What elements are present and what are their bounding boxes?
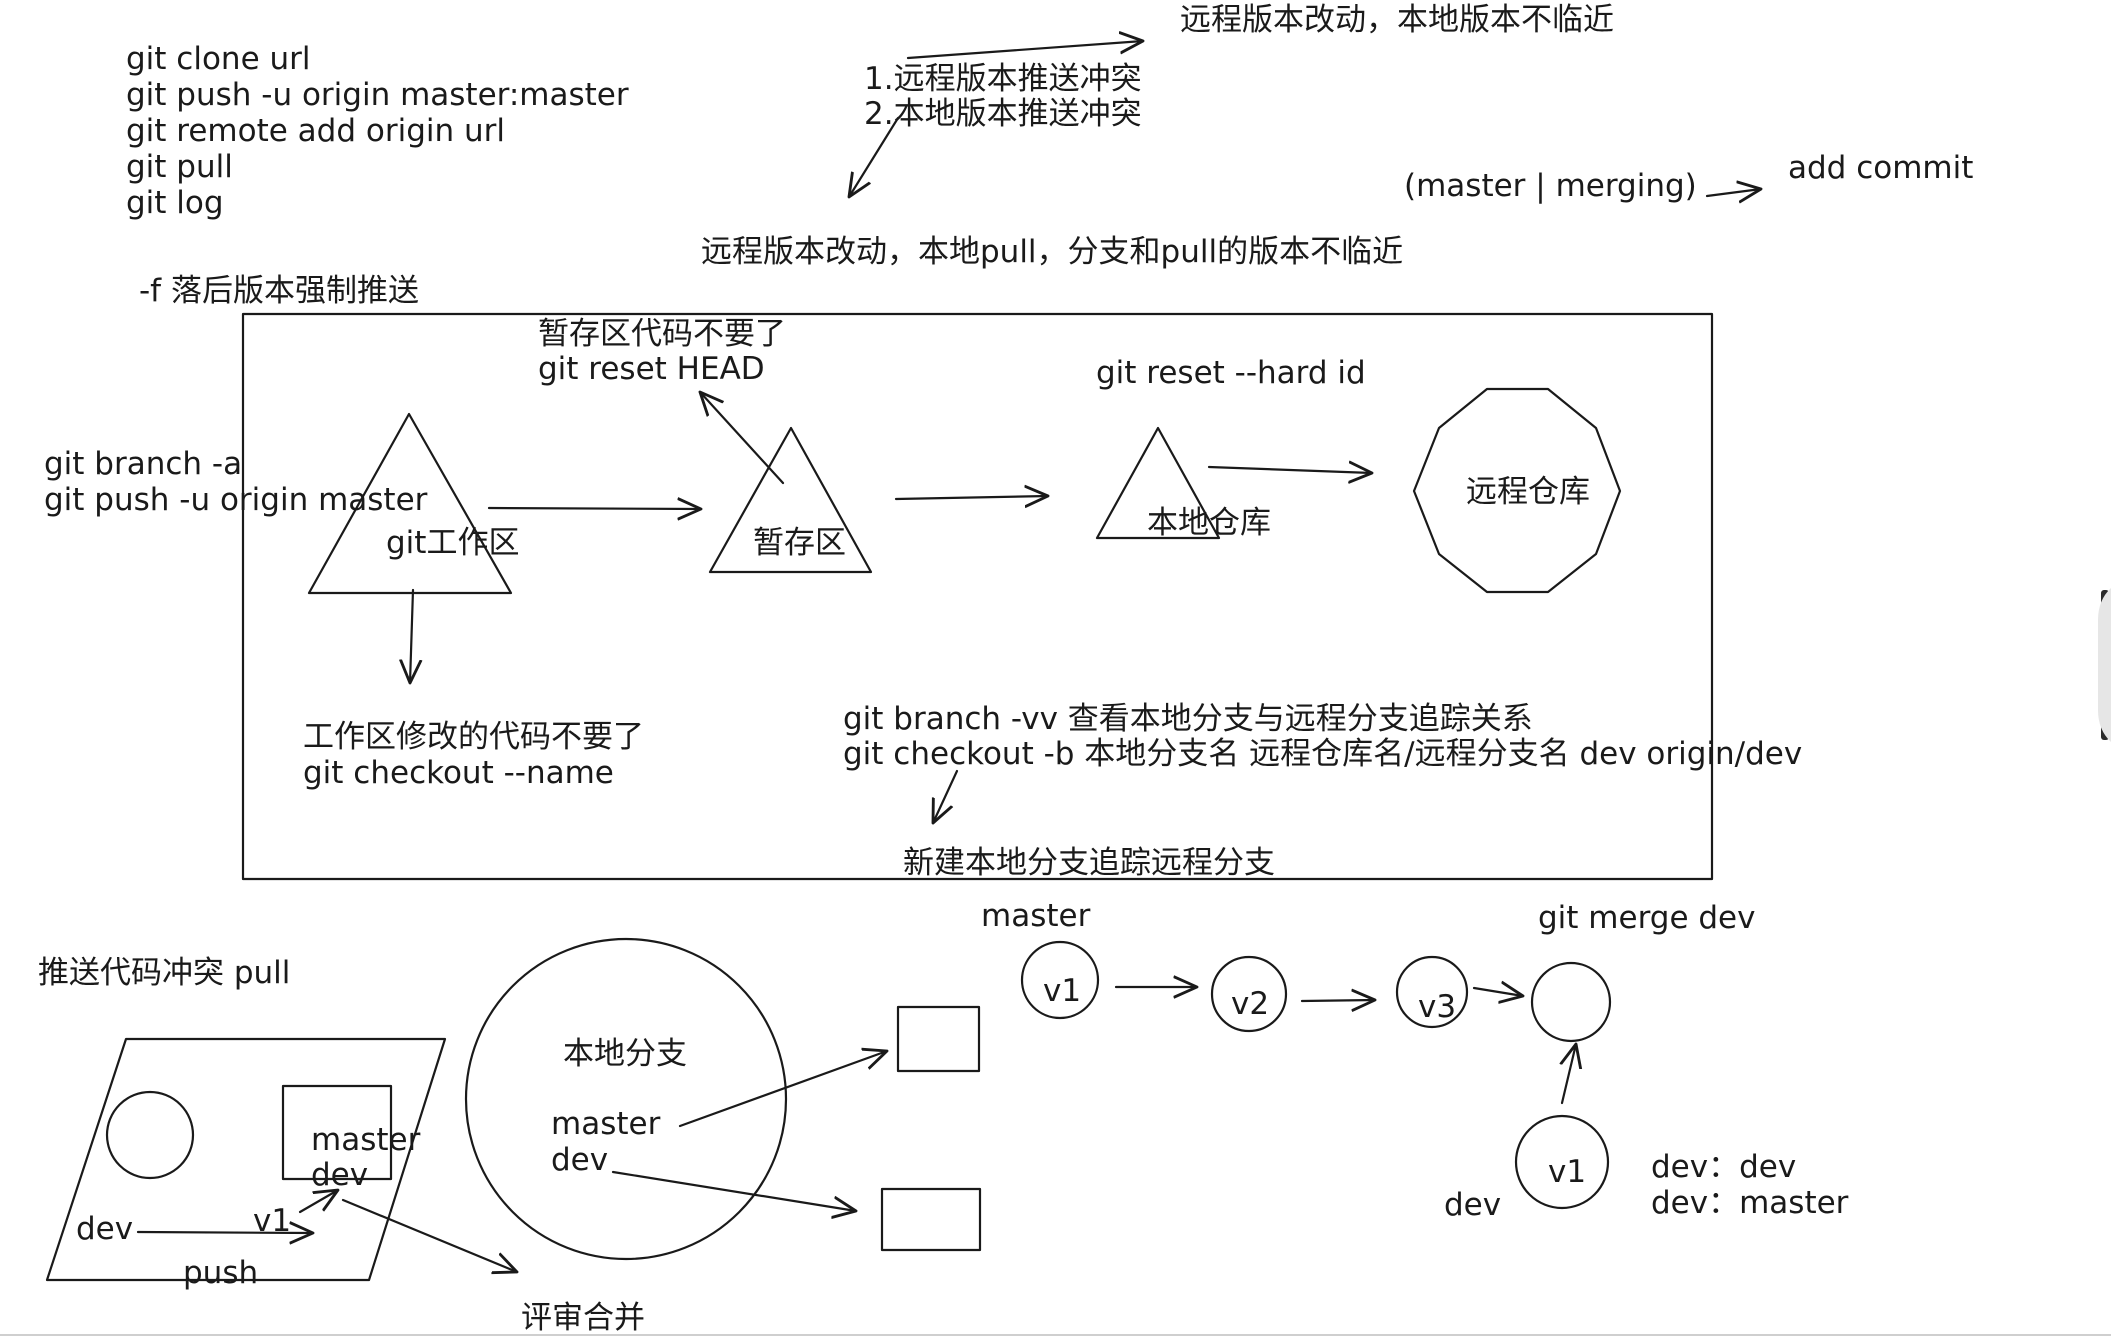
branch-vv-text: git branch -vv 查看本地分支与远程分支追踪关系 (843, 701, 1533, 737)
left-dev-label: dev (76, 1211, 133, 1247)
cmd-clone-text: git clone url (126, 41, 311, 77)
arrow-workspace-to-stage (487, 508, 701, 509)
arrow-stage-to-local-repo (894, 496, 1048, 499)
commit-v1-circle (1020, 940, 1100, 1020)
commit-v2-circle (1210, 955, 1288, 1033)
arrow-stage-to-reset-head (700, 392, 785, 485)
dev-master-text: dev：master (1651, 1185, 1849, 1221)
force-push-text: -f 落后版本强制推送 (139, 273, 419, 309)
stage-triangle (708, 426, 873, 574)
checkout-name-text: git checkout --name (303, 755, 614, 791)
branch-a-text: git branch -a (44, 446, 242, 482)
local-repo-label: 本地仓库 (1147, 505, 1271, 541)
arrow-local-to-remote (1207, 467, 1372, 473)
remote-repo-decagon (1412, 387, 1622, 594)
cmd-remote-add-text: git remote add origin url (126, 113, 505, 149)
dev-target-box (880, 1187, 982, 1252)
new-tracking-branch-text: 新建本地分支追踪远程分支 (903, 845, 1275, 881)
workspace-label: git工作区 (386, 525, 519, 561)
arrow-workspace-to-discard (410, 588, 413, 683)
add-commit-text: add commit (1788, 150, 1973, 186)
local-branch-master-label: master (551, 1106, 661, 1142)
main-workflow-box (241, 312, 1714, 881)
reset-hard-text: git reset --hard id (1096, 355, 1366, 391)
review-merge-text: 评审合并 (521, 1300, 645, 1336)
arrow-dev-to-v1 (136, 1232, 313, 1233)
stage-label: 暂存区 (753, 525, 846, 561)
timeline-dev-label: dev (1444, 1187, 1501, 1223)
dev-commit-v1-label: v1 (1548, 1154, 1586, 1190)
workspace-discard-text: 工作区修改的代码不要了 (303, 719, 644, 755)
merging-state-text: (master | merging) (1404, 168, 1697, 204)
left-master-label: master (311, 1122, 421, 1158)
arrow-to-add-commit (1705, 189, 1761, 196)
arrow-to-remote-note (906, 41, 1143, 60)
arrow-dev-to-box (611, 1170, 856, 1211)
git-merge-dev-text: git merge dev (1538, 900, 1755, 936)
checkout-b-text: git checkout -b 本地分支名 远程仓库名/远程分支名 dev or… (843, 736, 1802, 772)
remote-branch-box (281, 1084, 393, 1181)
remote-repo-label: 远程仓库 (1466, 474, 1590, 510)
conflict-1-text: 1.远程版本推送冲突 (864, 61, 1142, 97)
remote-parallelogram (45, 1037, 447, 1282)
dev-dev-text: dev：dev (1651, 1149, 1796, 1185)
local-branch-dev-label: dev (551, 1142, 608, 1178)
remote-changed-pull-text: 远程版本改动，本地pull，分支和pull的版本不临近 (701, 234, 1403, 270)
reset-head-text: git reset HEAD (538, 351, 765, 387)
arrow-to-pull-note (849, 116, 900, 197)
push-origin-master-text: git push -u origin master (44, 482, 428, 518)
dev-commit-v1-circle (1514, 1114, 1610, 1210)
cmd-log-text: git log (126, 185, 224, 221)
arrow-v1-to-box (298, 1190, 338, 1214)
timeline-master-label: master (981, 898, 1091, 934)
arrow-v2-to-v3 (1300, 1000, 1375, 1001)
left-commit-circle (105, 1090, 195, 1180)
arrow-master-to-box (678, 1051, 887, 1128)
workspace-triangle (307, 412, 513, 595)
local-branch-circle (464, 937, 788, 1261)
commit-v2-label: v2 (1231, 986, 1269, 1022)
arrow-to-new-tracking (933, 769, 959, 823)
left-v1-label: v1 (253, 1203, 291, 1239)
arrow-dev-to-merge (1562, 1044, 1576, 1105)
stage-discard-text: 暂存区代码不要了 (538, 316, 786, 352)
master-target-box (896, 1005, 981, 1073)
left-push-label: push (183, 1255, 258, 1291)
remote-changed-local-text: 远程版本改动，本地版本不临近 (1180, 2, 1614, 38)
arrow-v3-to-merge (1472, 988, 1523, 996)
scrollbar-track[interactable] (2098, 588, 2111, 742)
arrow-to-review-merge (341, 1198, 517, 1272)
push-conflict-pull-text: 推送代码冲突 pull (38, 955, 290, 991)
cmd-push-master-text: git push -u origin master:master (126, 77, 629, 113)
merge-commit-circle (1530, 961, 1612, 1043)
cmd-pull-text: git pull (126, 149, 233, 185)
local-branch-label: 本地分支 (563, 1036, 687, 1072)
commit-v3-circle (1395, 955, 1469, 1029)
conflict-2-text: 2.本地版本推送冲突 (864, 96, 1142, 132)
local-repo-triangle (1095, 426, 1221, 540)
left-dev-in-box-label: dev (311, 1157, 368, 1193)
commit-v1-label: v1 (1043, 973, 1081, 1009)
commit-v3-label: v3 (1418, 989, 1456, 1025)
